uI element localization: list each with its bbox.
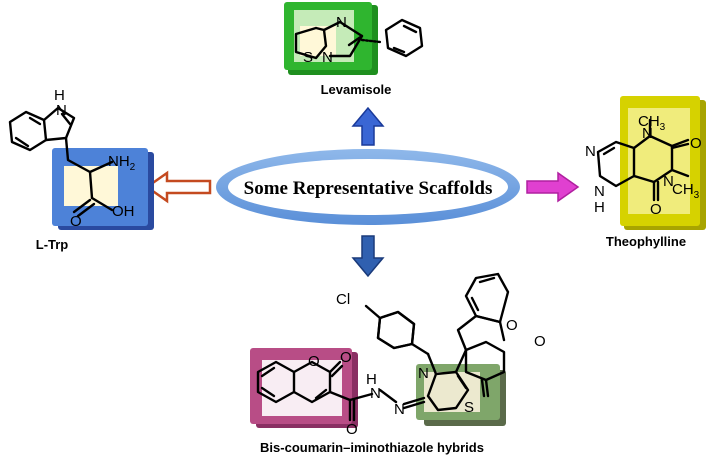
hybrid-atom-n-hydrazide: N — [370, 385, 381, 402]
levamisole-atom-n1: N — [336, 14, 347, 31]
hybrid-atom-cl: Cl — [336, 291, 350, 308]
arrow-down — [351, 235, 385, 278]
ltrp-atom-n: N — [56, 102, 67, 119]
theophylline-caption: Theophylline — [606, 234, 686, 249]
hybrid-atom-o-amide: O — [346, 421, 358, 438]
arrow-up — [351, 106, 385, 146]
ltrp-atom-o: O — [70, 213, 82, 230]
hybrid-atom-h-hydrazide: H — [366, 371, 377, 388]
theophylline-atom-n9: N — [594, 183, 605, 200]
hybrid-caption: Bis-coumarin–iminothiazole hybrids — [260, 440, 484, 455]
hybrid-atom-o-c1: O — [340, 349, 352, 366]
theophylline-atom-o2: O — [650, 201, 662, 218]
theophylline-atom-h: H — [594, 199, 605, 216]
ltrp-atom-nh2: NH2 — [108, 153, 136, 173]
theophylline-atom-o1: O — [690, 135, 702, 152]
hybrid-atom-n-imine: N — [394, 401, 405, 418]
levamisole-structure: N N S Levamisole — [284, 2, 424, 97]
theophylline-atom-n3: N — [642, 125, 653, 142]
levamisole-atom-s: S — [303, 49, 313, 66]
hybrid-atom-s-thiazole: S — [464, 399, 474, 416]
ltrp-atom-oh: OH — [112, 203, 135, 220]
arrow-right — [526, 171, 580, 203]
ltrp-atom-h: H — [54, 87, 65, 104]
hybrid-atom-o-c2: O — [534, 333, 546, 350]
theophylline-ch3-right: CH3 — [672, 181, 700, 201]
hybrid-atom-o-ring1: O — [308, 353, 320, 370]
hybrid-atom-n-thiazole: N — [418, 365, 429, 382]
hybrid-atom-o-ring2: O — [506, 317, 518, 334]
center-label: Some Representative Scaffolds — [244, 178, 493, 199]
central-ellipse: Some Representative Scaffolds — [216, 149, 520, 225]
levamisole-atom-n2: N — [322, 49, 333, 66]
arrow-left — [144, 170, 212, 204]
theophylline-ch3-top: CH3 — [638, 113, 666, 133]
theophylline-structure: N N H N N CH3 CH3 O O Theophylline — [585, 96, 706, 249]
levamisole-caption: Levamisole — [321, 82, 392, 97]
hybrid-structure: Cl O O O O O N S N N H Bis-coumarin–imin… — [250, 272, 546, 455]
ltrp-caption: L-Trp — [36, 237, 69, 252]
theophylline-atom-n7: N — [585, 143, 596, 160]
theophylline-atom-n1: N — [663, 173, 674, 190]
ltrp-structure: H N NH2 OH O L-Trp — [8, 87, 154, 252]
